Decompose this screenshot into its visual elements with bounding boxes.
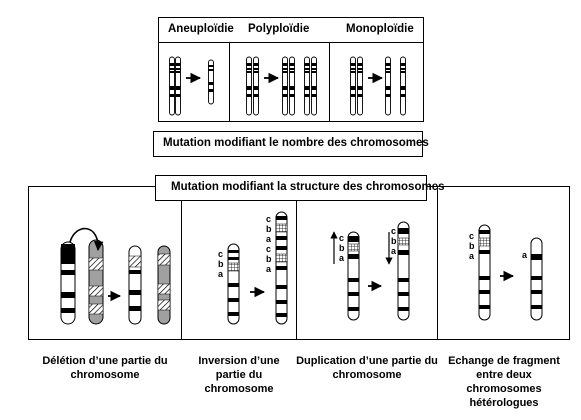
letter-label: b <box>218 259 224 269</box>
inversion-chromosome-2 <box>275 211 288 325</box>
letter-label: c <box>339 233 345 243</box>
structure-divider-3 <box>437 186 438 340</box>
caption-inversion: Inversion d’une partie du chromosome <box>182 354 296 396</box>
number-mutation-caption: Mutation modifiant le nombre des chromos… <box>163 137 429 149</box>
caption-line: Délétion d’une partie du <box>42 355 168 367</box>
structure-title-box <box>155 175 427 201</box>
caption-line: chromosome <box>204 383 274 395</box>
letter-label: c <box>391 226 397 236</box>
letter-label: a <box>266 264 272 274</box>
letter-label: a <box>266 234 272 244</box>
letter-label: c <box>266 214 272 224</box>
number-mutation-caption-box <box>153 131 423 157</box>
structure-divider-2 <box>296 186 297 340</box>
inversion-chromosome-1 <box>227 243 240 325</box>
letter-label: c <box>266 244 272 254</box>
deletion-chromosome-4 <box>157 245 171 325</box>
inversion-right-labels: c b a c b a <box>266 214 272 274</box>
letter-label: c <box>218 249 224 259</box>
exchange-right-labels: a <box>522 250 527 260</box>
duplication-chromosome-1 <box>347 231 360 321</box>
caption-deletion: Délétion d’une partie du chromosome <box>30 354 180 382</box>
header-monoploidie: Monoploïdie <box>346 23 414 35</box>
caption-line: Duplication d’une partie du <box>296 355 438 367</box>
caption-line: Echange de fragment <box>448 355 560 367</box>
caption-duplication: Duplication d’une partie du chromosome <box>296 354 438 382</box>
letter-label: c <box>469 231 475 241</box>
structure-divider-1 <box>181 186 182 340</box>
exchange-left-labels: c b a <box>469 231 475 261</box>
caption-exchange: Echange de fragment entre deux chromosom… <box>438 354 570 410</box>
letter-label: a <box>469 251 475 261</box>
caption-line: chromosome <box>332 369 402 381</box>
ploidy-divider-2 <box>329 42 330 122</box>
letter-label: b <box>266 224 272 234</box>
caption-line: chromosome <box>70 369 140 381</box>
ploidy-divider-1 <box>229 42 230 122</box>
duplication-chromosome-2 <box>397 221 410 321</box>
letter-label: a <box>522 250 528 260</box>
exchange-chromosome-2 <box>530 237 543 321</box>
deletion-chromosome-3 <box>128 245 142 325</box>
structure-title: Mutation modifiant la structure des chro… <box>171 181 445 193</box>
caption-line: Inversion d’une <box>198 355 280 367</box>
header-polyploidie: Polyploïdie <box>248 23 310 35</box>
deletion-chromosome-1 <box>60 241 76 325</box>
caption-line: partie du <box>215 369 263 381</box>
letter-label: b <box>339 243 345 253</box>
letter-label: a <box>391 246 397 256</box>
letter-label: a <box>339 253 345 263</box>
letter-label: b <box>391 236 397 246</box>
duplication-left-labels: c b a <box>339 233 345 263</box>
letter-label: a <box>218 269 224 279</box>
deletion-chromosome-2 <box>88 239 104 325</box>
letter-label: b <box>266 254 272 264</box>
duplication-right-labels: c b a <box>391 226 397 256</box>
exchange-chromosome-1 <box>478 224 491 321</box>
curved-arrow-icon <box>69 227 104 251</box>
caption-line: entre deux <box>476 369 532 381</box>
caption-line: hétérologues <box>469 397 539 409</box>
inversion-left-labels: c b a <box>218 249 224 279</box>
caption-line: chromosomes <box>466 383 542 395</box>
letter-label: b <box>469 241 475 251</box>
header-aneuploidie: Aneuploïdie <box>168 23 234 35</box>
